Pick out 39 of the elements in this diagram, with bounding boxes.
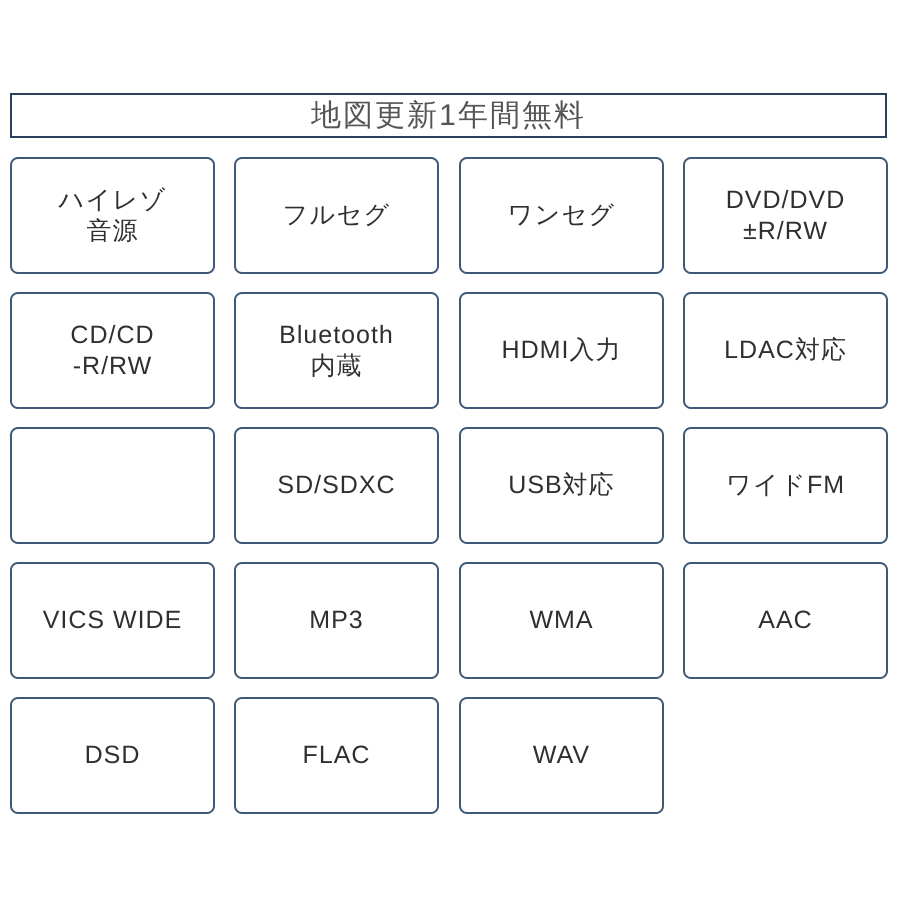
feature-box [10, 562, 215, 679]
feature-label: WMA [529, 605, 594, 636]
feature-box [683, 562, 888, 679]
feature-label: ワイドFM [726, 470, 846, 501]
feature-label: VICS WIDE [42, 605, 182, 636]
feature-box [10, 697, 215, 814]
feature-label: ワンセグ [508, 200, 616, 231]
feature-box [234, 697, 439, 814]
feature-box [234, 157, 439, 274]
feature-box [683, 292, 888, 409]
empty-box [10, 427, 215, 544]
feature-box [10, 292, 215, 409]
feature-label: SD/SDXC [277, 470, 396, 501]
feature-box [459, 697, 664, 814]
feature-box [683, 427, 888, 544]
feature-box [459, 157, 664, 274]
feature-label: AAC [758, 605, 813, 636]
title-text: 地図更新1年間無料 [311, 100, 586, 131]
feature-label: DVD/DVD ±R/RW [724, 184, 846, 246]
feature-label: FLAC [302, 740, 370, 771]
feature-label: HDMI入力 [502, 335, 622, 366]
feature-box [234, 562, 439, 679]
feature-label: LDAC対応 [724, 335, 847, 366]
feature-label: Bluetooth 内蔵 [278, 320, 395, 382]
feature-label: USB対応 [508, 470, 615, 501]
title-banner [10, 93, 887, 138]
feature-box [459, 427, 664, 544]
feature-label: WAV [532, 740, 590, 771]
feature-box [234, 427, 439, 544]
feature-label: MP3 [309, 605, 364, 636]
feature-box [459, 562, 664, 679]
feature-box [459, 292, 664, 409]
feature-label: フルセグ [282, 200, 390, 231]
feature-label: ハイレゾ音源 [58, 184, 168, 246]
feature-label: CD/CD -R/RW [69, 320, 156, 382]
feature-label: DSD [84, 740, 140, 771]
feature-box [234, 292, 439, 409]
feature-box [10, 157, 215, 274]
feature-box [683, 157, 888, 274]
